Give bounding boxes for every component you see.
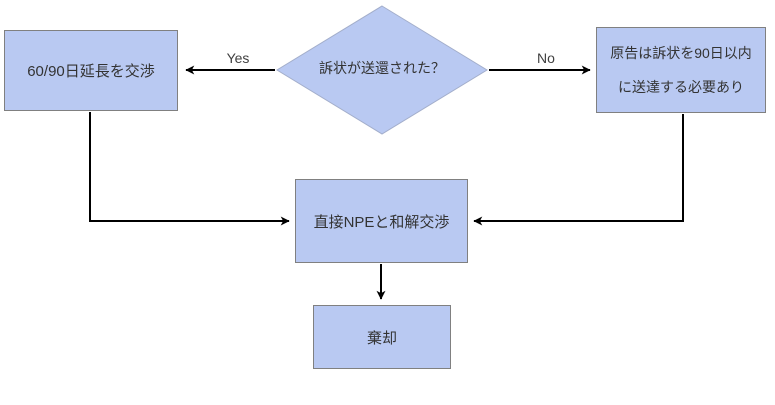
node-serve-within-90-days-line1: 原告は訴状を90日以内: [610, 45, 752, 61]
arrow-extension-to-settle: [89, 112, 290, 226]
arrow-serve-to-settle: [473, 114, 684, 226]
node-dismissal-label: 棄却: [366, 329, 397, 347]
node-negotiate-extension-label: 60/90日延長を交渉: [27, 63, 155, 80]
node-negotiate-extension: 60/90日延長を交渉: [4, 30, 178, 111]
decision-diamond: [276, 5, 488, 135]
node-dismissal: 棄却: [313, 305, 451, 369]
yes-label: Yes: [226, 50, 250, 66]
node-settle-with-npe: 直接NPEと和解交渉: [295, 179, 468, 263]
no-label: No: [537, 50, 555, 66]
node-serve-within-90-days-line2: に送達する必要あり: [618, 79, 744, 95]
node-serve-within-90-days: 原告は訴状を90日以内 に送達する必要あり: [596, 27, 766, 113]
decision-label: 訴状が送還された？: [319, 60, 445, 76]
node-settle-with-npe-label: 直接NPEと和解交渉: [313, 213, 450, 231]
